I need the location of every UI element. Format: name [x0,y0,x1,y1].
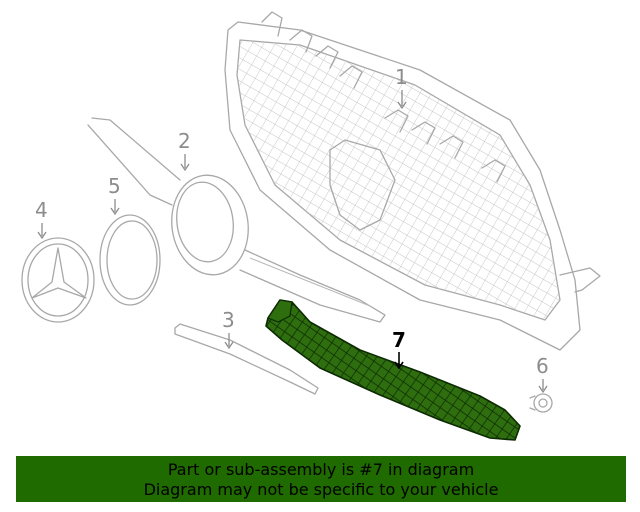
info-banner: Part or sub-assembly is #7 in diagram Di… [16,456,626,502]
callout-2: 2 [178,129,191,172]
parts-diagram: 1 2 3 4 5 6 7 [21,11,601,441]
emblem-frame-part [87,117,386,323]
callout-4: 4 [35,198,48,240]
svg-text:6: 6 [536,354,549,378]
callout-5: 5 [108,174,121,216]
callout-1: 1 [395,65,408,110]
lower-grille-insert-part [265,299,521,441]
banner-line-disclaimer: Diagram may not be specific to your vehi… [143,480,499,499]
svg-text:7: 7 [392,328,406,352]
sensor-clip-part [529,393,553,413]
svg-text:1: 1 [395,65,408,89]
svg-text:5: 5 [108,174,121,198]
main-grille-part [224,11,601,351]
emblem-star-part [21,237,95,323]
emblem-ring-part [99,214,161,306]
svg-text:4: 4 [35,198,48,222]
svg-text:2: 2 [178,129,191,153]
callout-7: 7 [392,328,406,370]
lower-trim-strip-part [174,323,319,395]
callout-3: 3 [222,308,235,350]
banner-line-part-number: Part or sub-assembly is #7 in diagram [167,460,475,479]
callout-6: 6 [536,354,549,394]
svg-text:3: 3 [222,308,235,332]
